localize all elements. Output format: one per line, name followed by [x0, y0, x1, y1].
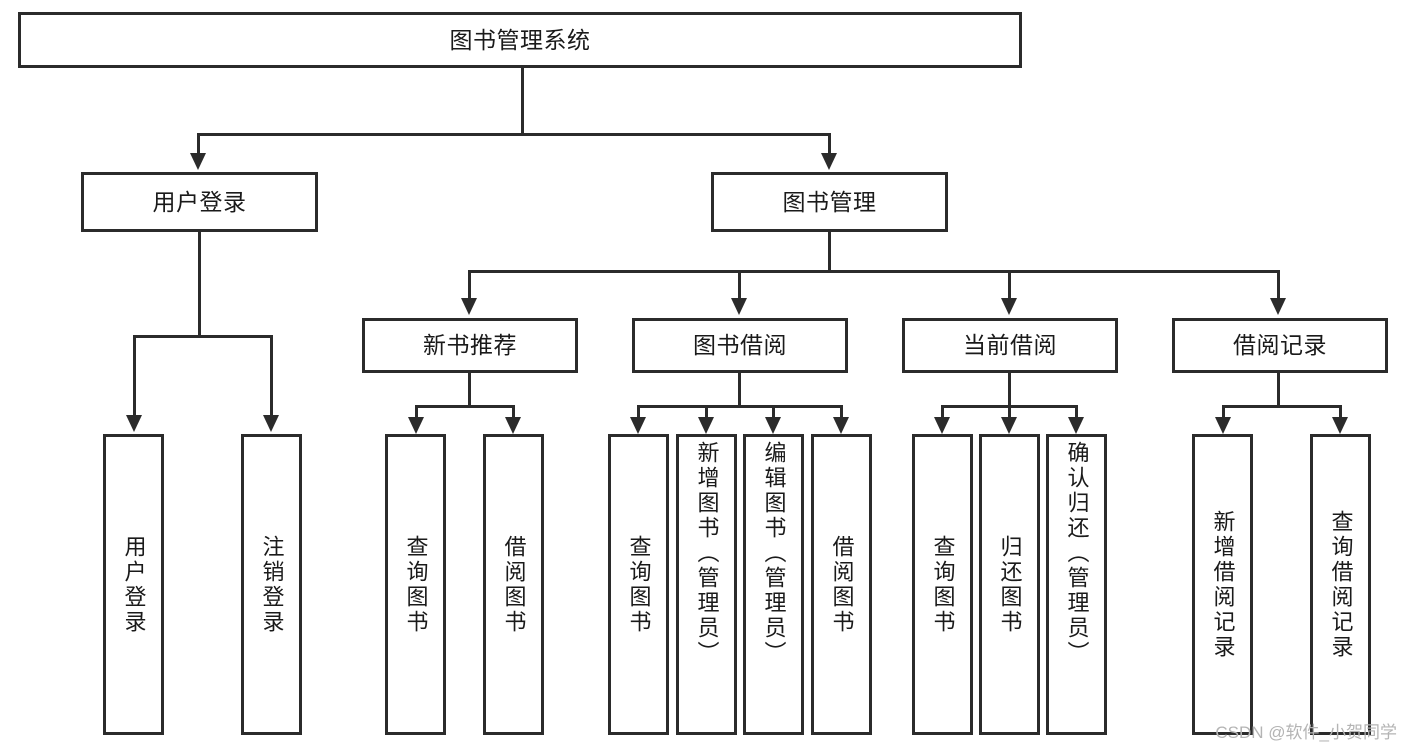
- node-label: 图书管理系统: [449, 26, 591, 53]
- leaf-bb-borrow-book[interactable]: 借阅图书: [811, 434, 872, 735]
- connector-book-management-stem: [828, 232, 831, 272]
- arrowhead-leaf-cb-1: [1001, 417, 1017, 434]
- node-current-borrow[interactable]: 当前借阅: [902, 318, 1118, 373]
- arrowhead-leaf-logout: [263, 415, 279, 432]
- connector-drop-current-borrow: [1008, 270, 1011, 300]
- node-label: 图书借阅: [693, 332, 787, 359]
- connector-level2-bus: [468, 270, 1280, 273]
- connector-drop-book-borrow: [738, 270, 741, 300]
- leaf-user-login-login[interactable]: 用户登录: [103, 434, 164, 735]
- node-label: 借阅记录: [1233, 332, 1327, 359]
- node-label: 借阅图书: [829, 534, 855, 635]
- arrowhead-leaf-nbr-0: [408, 417, 424, 434]
- arrowhead-leaf-cb-2: [1068, 417, 1084, 434]
- connector-drop-leaf-cb-0: [941, 405, 944, 419]
- node-label: 新增借阅记录: [1210, 509, 1236, 660]
- node-label: 归还图书: [997, 534, 1023, 635]
- connector-user-login-bus: [133, 335, 273, 338]
- connector-drop-leaf-nbr-0: [415, 405, 418, 419]
- connector-drop-borrow-record: [1277, 270, 1280, 300]
- arrowhead-leaf-bb-1: [698, 417, 714, 434]
- node-book-management[interactable]: 图书管理: [711, 172, 948, 232]
- arrowhead-leaf-br-1: [1332, 417, 1348, 434]
- node-label: 查询图书: [930, 534, 956, 635]
- node-label: 用户登录: [152, 188, 247, 215]
- node-user-login[interactable]: 用户登录: [81, 172, 318, 232]
- leaf-cb-confirm-return-admin[interactable]: 确认归还（管理员）: [1046, 434, 1107, 735]
- connector-borrow-record-stem: [1277, 373, 1280, 407]
- arrowhead-leaf-nbr-1: [505, 417, 521, 434]
- node-new-book-recommend[interactable]: 新书推荐: [362, 318, 578, 373]
- node-label: 借阅图书: [501, 534, 527, 635]
- node-label: 注销登录: [259, 534, 285, 635]
- leaf-bb-query-book[interactable]: 查询图书: [608, 434, 669, 735]
- node-root-book-management-system[interactable]: 图书管理系统: [18, 12, 1022, 68]
- arrowhead-leaf-user-login: [126, 415, 142, 432]
- node-label: 查询图书: [626, 534, 652, 635]
- connector-user-login-stem: [198, 232, 201, 337]
- node-label: 新增图书（管理员）: [694, 441, 720, 666]
- connector-drop-new-book-recommend: [468, 270, 471, 300]
- node-label: 查询图书: [403, 534, 429, 635]
- arrowhead-leaf-bb-0: [630, 417, 646, 434]
- leaf-cb-query-book[interactable]: 查询图书: [912, 434, 973, 735]
- node-borrow-record[interactable]: 借阅记录: [1172, 318, 1388, 373]
- connector-book-borrow-bus: [637, 405, 843, 408]
- connector-drop-leaf-cb-2: [1075, 405, 1078, 419]
- arrowhead-borrow-record: [1270, 298, 1286, 315]
- node-book-borrow[interactable]: 图书借阅: [632, 318, 848, 373]
- leaf-br-query-record[interactable]: 查询借阅记录: [1310, 434, 1371, 735]
- connector-new-book-recommend-bus: [415, 405, 515, 408]
- arrowhead-leaf-cb-0: [934, 417, 950, 434]
- connector-drop-user-login: [197, 133, 200, 155]
- connector-root-stem: [521, 68, 524, 135]
- arrowhead-book-borrow: [731, 298, 747, 315]
- connector-drop-leaf-cb-1: [1008, 405, 1011, 419]
- connector-drop-leaf-bb-0: [637, 405, 640, 419]
- node-label: 当前借阅: [963, 332, 1057, 359]
- connector-borrow-record-bus: [1222, 405, 1342, 408]
- connector-drop-leaf-bb-3: [840, 405, 843, 419]
- connector-drop-leaf-user-login: [133, 335, 136, 417]
- leaf-nbr-query-book[interactable]: 查询图书: [385, 434, 446, 735]
- arrowhead-user-login: [190, 153, 206, 170]
- connector-drop-leaf-br-1: [1339, 405, 1342, 419]
- connector-book-borrow-stem: [738, 373, 741, 407]
- arrowhead-leaf-bb-2: [765, 417, 781, 434]
- leaf-cb-return-book[interactable]: 归还图书: [979, 434, 1040, 735]
- connector-drop-leaf-nbr-1: [512, 405, 515, 419]
- arrowhead-leaf-br-0: [1215, 417, 1231, 434]
- node-label: 查询借阅记录: [1328, 509, 1354, 660]
- connector-drop-leaf-bb-1: [705, 405, 708, 419]
- arrowhead-book-management: [821, 153, 837, 170]
- arrowhead-leaf-bb-3: [833, 417, 849, 434]
- arrowhead-current-borrow: [1001, 298, 1017, 315]
- node-label: 确认归还（管理员）: [1064, 441, 1090, 666]
- leaf-bb-edit-book-admin[interactable]: 编辑图书（管理员）: [743, 434, 804, 735]
- arrowhead-new-book-recommend: [461, 298, 477, 315]
- connector-new-book-recommend-stem: [468, 373, 471, 407]
- connector-drop-leaf-bb-2: [772, 405, 775, 419]
- leaf-bb-add-book-admin[interactable]: 新增图书（管理员）: [676, 434, 737, 735]
- leaf-user-login-logout[interactable]: 注销登录: [241, 434, 302, 735]
- connector-drop-leaf-logout: [270, 335, 273, 417]
- leaf-br-add-record[interactable]: 新增借阅记录: [1192, 434, 1253, 735]
- node-label: 用户登录: [121, 534, 147, 635]
- connector-drop-book-management: [828, 133, 831, 155]
- connector-level1-bus: [197, 133, 831, 136]
- node-label: 图书管理: [782, 188, 877, 215]
- connector-current-borrow-stem: [1008, 373, 1011, 407]
- connector-drop-leaf-br-0: [1222, 405, 1225, 419]
- node-label: 新书推荐: [423, 332, 517, 359]
- leaf-nbr-borrow-book[interactable]: 借阅图书: [483, 434, 544, 735]
- node-label: 编辑图书（管理员）: [761, 441, 787, 666]
